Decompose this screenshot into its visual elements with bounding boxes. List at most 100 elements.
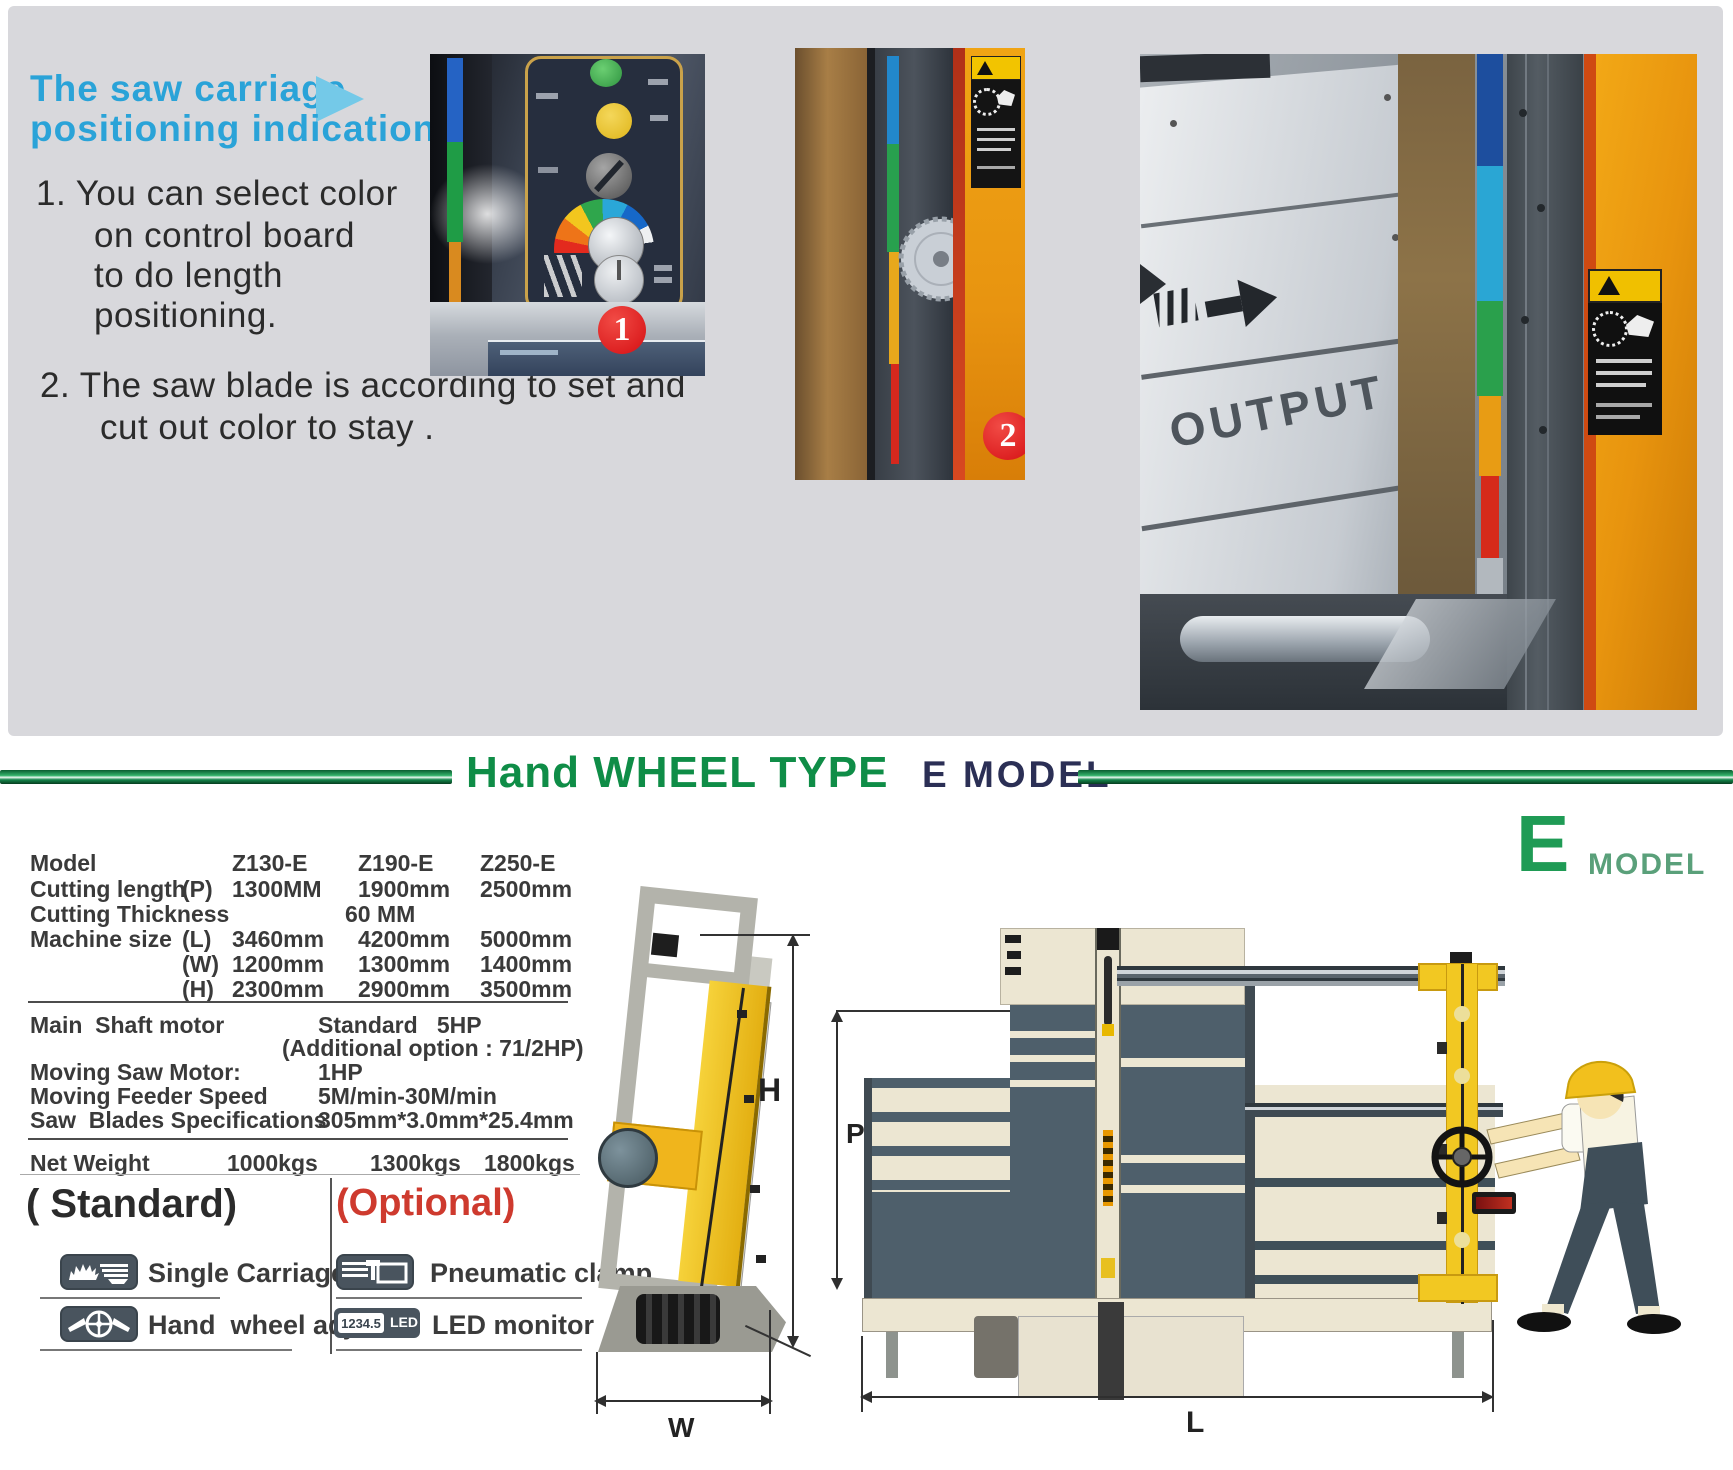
color-strip-green	[1477, 301, 1503, 396]
green-button[interactable]	[590, 59, 622, 87]
blade-holder	[1098, 1302, 1124, 1400]
right-panel	[1120, 1005, 1245, 1298]
speed-scale-marks	[544, 255, 582, 297]
screw-dot	[1170, 120, 1177, 127]
panel-label-mark	[500, 350, 558, 355]
spec-row-label: Main Shaft motor	[30, 1012, 225, 1038]
divider-rule	[28, 1001, 568, 1003]
dim-label-h: H	[758, 1072, 782, 1108]
color-strip-blue	[447, 58, 463, 142]
mid-panel	[1010, 1005, 1097, 1298]
label-text-line	[977, 138, 1015, 141]
warning-label	[1588, 269, 1662, 435]
led-monitor-label: LED monitor	[432, 1310, 594, 1340]
panel-stripe	[1120, 1155, 1245, 1163]
clamp-dot	[737, 1010, 747, 1018]
hand-wheel-icon	[60, 1306, 138, 1342]
base-leg	[1452, 1332, 1464, 1378]
rotary-selector-knob[interactable]	[586, 153, 632, 199]
spec-row-label: Net Weight	[30, 1150, 150, 1176]
vent-mark	[1005, 935, 1021, 943]
spec-value: (Additional option : 71/2HP)	[282, 1035, 584, 1061]
spec-value: 1300MM	[232, 876, 322, 902]
spec-row-label: Moving Saw Motor:	[30, 1059, 241, 1085]
machine-left-edge	[864, 1078, 874, 1298]
knob-pointer	[594, 159, 624, 193]
led-readout	[1472, 1192, 1516, 1214]
color-strip-orange	[449, 242, 461, 318]
label-text-line	[1596, 371, 1652, 375]
spec-row-label: Cutting Thickness	[30, 901, 230, 927]
clamp-dot	[750, 1185, 760, 1193]
spec-value: 1400mm	[480, 951, 573, 977]
spec-value: 4200mm	[358, 926, 451, 952]
led-readout-glow	[1476, 1197, 1512, 1209]
single-carriage-icon	[60, 1254, 138, 1290]
dim-label-w: W	[668, 1412, 695, 1443]
dim-tick	[700, 934, 810, 936]
lower-block	[1101, 1258, 1115, 1278]
dim-guide	[769, 1310, 771, 1414]
note1-line2: on control board	[94, 216, 355, 255]
led-badge-value: 1234.5	[338, 1313, 384, 1333]
bolt-dot	[1539, 426, 1547, 434]
model-logo-word: MODEL	[1588, 848, 1707, 881]
column-tab	[1437, 1212, 1447, 1224]
piston	[1104, 956, 1112, 1026]
label-text-line	[977, 148, 1011, 151]
warning-label-body	[971, 80, 1021, 188]
feature-underline	[40, 1349, 292, 1351]
speed-knob[interactable]	[594, 255, 644, 305]
warning-triangle-icon	[977, 61, 993, 75]
spec-row-label: Machine size	[30, 926, 172, 952]
column-hole	[1454, 1006, 1470, 1022]
banner-bar-right	[1078, 770, 1733, 784]
section-heading-line1: The saw carriage	[30, 68, 347, 109]
dim-tick	[836, 1010, 1090, 1012]
screw-dot	[1392, 234, 1399, 241]
spec-value: 1800kgs	[484, 1150, 575, 1176]
model-logo-letter: E	[1516, 799, 1570, 888]
yellow-button[interactable]	[596, 103, 632, 139]
divider-rule	[28, 1138, 568, 1140]
spec-value: 1200mm	[232, 951, 325, 977]
dim-arrow-h	[787, 934, 799, 1348]
dim-guide	[1492, 1320, 1494, 1412]
label-text-line	[1596, 359, 1652, 363]
dim-guide	[596, 1352, 598, 1414]
feeder-box	[1018, 1316, 1244, 1398]
spec-row-label: Model	[30, 850, 97, 876]
hand-pictogram	[997, 90, 1015, 106]
knob-pointer	[617, 260, 621, 280]
column-hole	[1454, 1068, 1470, 1084]
photo2-number-badge: 2	[983, 412, 1025, 460]
mid-rail	[1245, 1103, 1503, 1117]
panel-label-mark	[536, 93, 558, 99]
spec-value: Z130-E	[232, 850, 308, 876]
spec-value: Standard 5HP	[318, 1012, 482, 1038]
column-hole	[1454, 1232, 1470, 1248]
solid-panel-left	[872, 1192, 1010, 1298]
saw-pictogram	[973, 88, 1001, 116]
dim-label-p: P	[846, 1118, 865, 1149]
label-text-line	[1596, 383, 1646, 387]
bolt-dot	[1521, 316, 1529, 324]
worker-figure	[1486, 1060, 1681, 1334]
vent-mark	[1005, 967, 1021, 975]
spec-sub-label: (H)	[182, 976, 214, 1002]
rail	[1255, 1241, 1495, 1250]
label-text-line	[977, 166, 1015, 169]
bottom-machinery	[1140, 594, 1556, 710]
striped-panel-left	[872, 1078, 1010, 1192]
bronze-panel	[1398, 54, 1475, 614]
bronze-panel	[795, 48, 867, 480]
spec-value: 2900mm	[358, 976, 451, 1002]
control-panel	[525, 56, 683, 312]
panel-gap	[867, 48, 875, 480]
color-strip-orange	[1479, 396, 1501, 476]
single-carriage-label: Single Carriage	[148, 1258, 347, 1288]
hand-wheel[interactable]	[1426, 1121, 1498, 1193]
warning-label-header	[1588, 269, 1662, 303]
section-heading-line2: positioning indication	[30, 108, 437, 149]
